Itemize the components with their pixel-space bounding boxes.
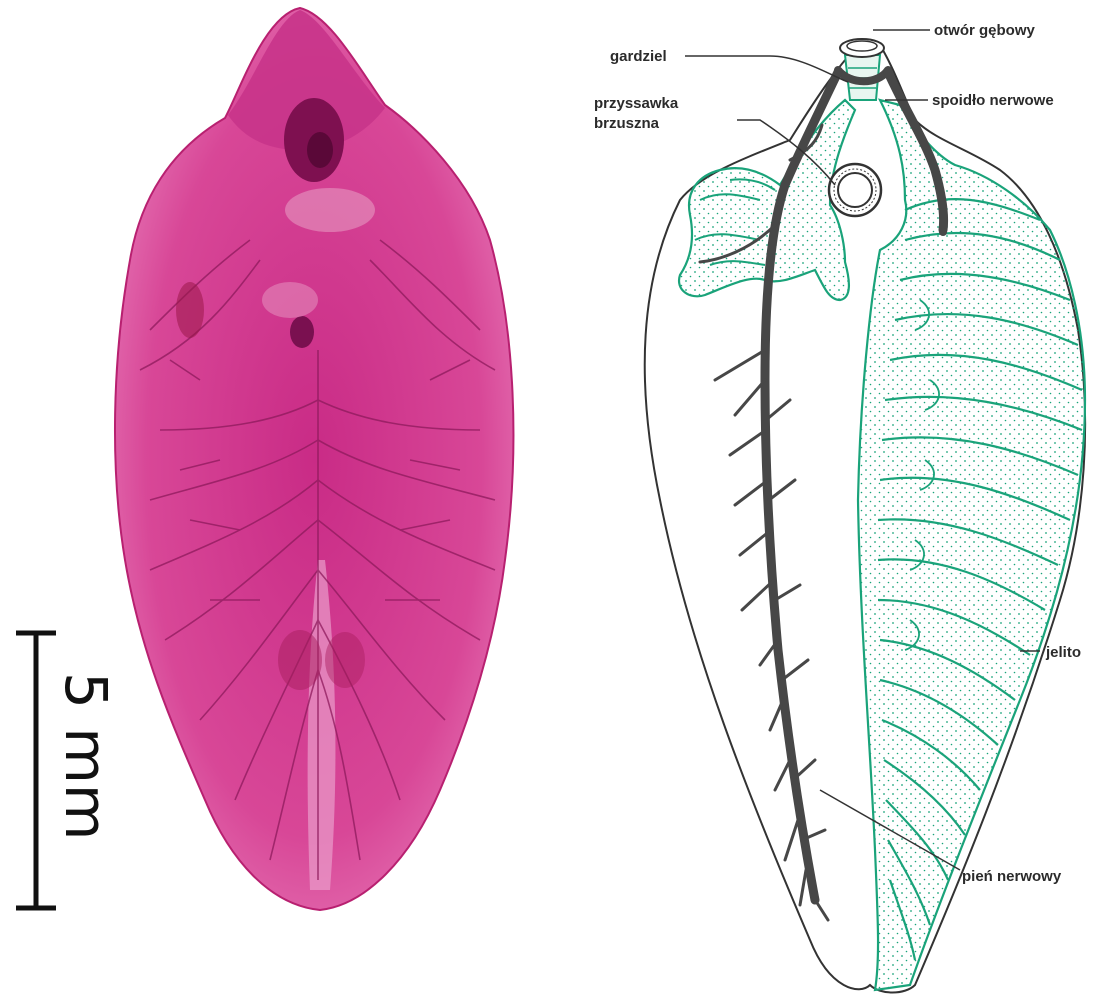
scale-bar-label: 5 mm bbox=[52, 672, 120, 840]
ventral-sucker bbox=[829, 164, 881, 216]
label-nerve-ring: spoidło nerwowe bbox=[932, 92, 1054, 109]
scale-bar: 5 mm bbox=[16, 633, 120, 908]
label-pharynx: gardziel bbox=[610, 48, 667, 65]
label-gut: jelito bbox=[1045, 644, 1081, 661]
specimen-ventral-sucker bbox=[290, 316, 314, 348]
label-mouth: otwór gębowy bbox=[934, 22, 1035, 39]
schematic-diagram: otwór gębowy gardziel przyssawka brzuszn… bbox=[594, 22, 1085, 993]
stained-specimen bbox=[115, 8, 513, 910]
label-ventral-sucker-line1: przyssawka bbox=[594, 95, 679, 112]
label-ventral-sucker-line2: brzuszna bbox=[594, 115, 660, 132]
label-nerve-trunk: pień nerwowy bbox=[962, 868, 1062, 885]
